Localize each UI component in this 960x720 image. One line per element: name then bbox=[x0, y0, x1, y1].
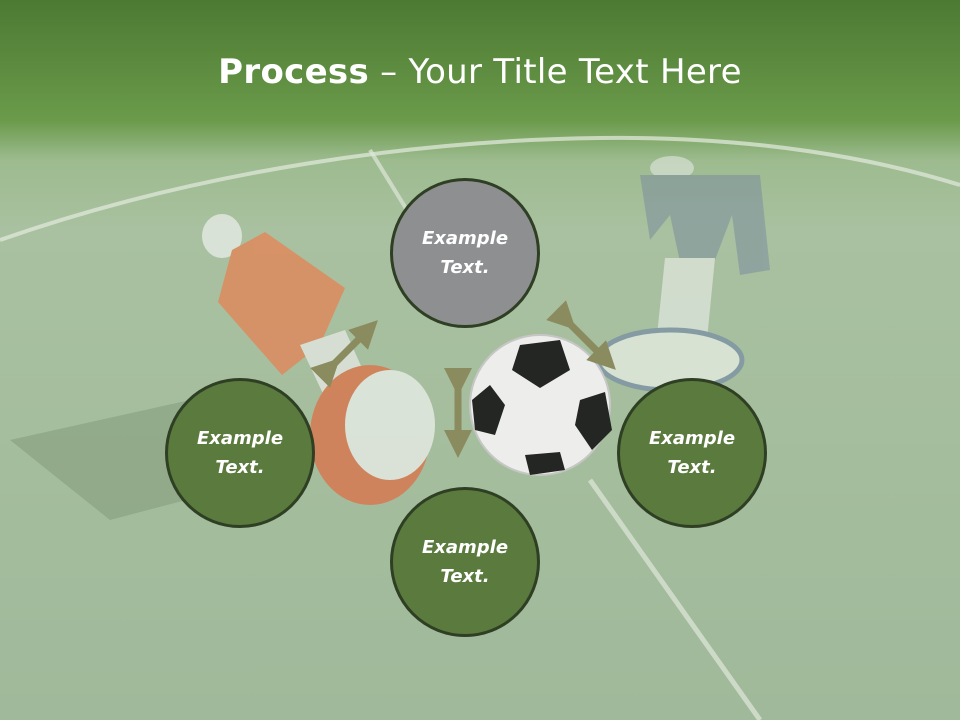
slide-title: Process – Your Title Text Here bbox=[0, 52, 960, 92]
step-right-line2: Text. bbox=[667, 457, 717, 478]
step-top-line1: Example bbox=[421, 228, 509, 249]
title-bold: Process bbox=[218, 52, 370, 92]
step-left-line2: Text. bbox=[215, 457, 265, 478]
step-bottom-line1: Example bbox=[421, 537, 509, 558]
step-bottom-line2: Text. bbox=[440, 566, 490, 587]
blue-player-figure bbox=[595, 156, 770, 393]
soccer-ball bbox=[469, 334, 612, 476]
title-rest: – Your Title Text Here bbox=[369, 52, 742, 92]
step-left-line1: Example bbox=[196, 428, 284, 449]
step-right-line1: Example bbox=[648, 428, 736, 449]
step-top-line2: Text. bbox=[440, 257, 490, 278]
